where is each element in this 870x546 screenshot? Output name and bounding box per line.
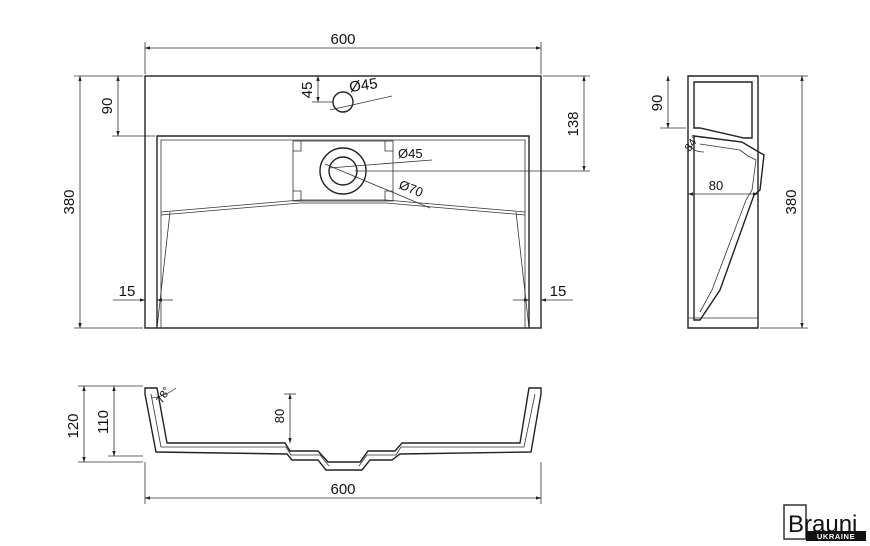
drain-hole-leader [328, 159, 433, 169]
side-outline [687, 75, 759, 329]
side-inner-profile [699, 143, 757, 313]
front-inner-profile [150, 393, 536, 467]
right-wall-edge [515, 211, 530, 329]
side-basin-profile [693, 135, 765, 321]
basin-outline [156, 135, 530, 328]
side-dim-80-label: 80 [709, 178, 723, 193]
dim-138-label: 138 [565, 111, 582, 136]
front-dim-80-label: 80 [272, 409, 287, 423]
dim-left-rim-label: 15 [119, 283, 136, 300]
tap-hole-leader [329, 95, 393, 111]
side-dim-380-label: 380 [783, 189, 800, 214]
front-dim-110-label: 110 [95, 410, 112, 434]
side-angle-arc [687, 144, 705, 153]
dim-width-label: 600 [330, 31, 355, 48]
brand-logo: Brauni UKRAINE [783, 504, 866, 541]
dim-90-label: 90 [99, 98, 116, 115]
front-profile [144, 387, 542, 471]
drain-outer-label: Ø70 [397, 177, 425, 200]
drain-hole-label: Ø45 [398, 146, 423, 161]
drain-plate-corners [293, 141, 393, 201]
drain-outer-leader [324, 163, 431, 209]
front-dim-120-label: 120 [65, 413, 82, 438]
basin-slope-line [160, 199, 526, 213]
drain-inner-circle [328, 156, 358, 186]
left-wall-edge [156, 211, 171, 329]
dim-45-label: 45 [299, 82, 316, 99]
dim-right-rim-label: 15 [550, 283, 567, 300]
front-dim-width-label: 600 [330, 481, 355, 498]
front-view: 78° 120 110 80 600 [65, 385, 542, 504]
brand-country: UKRAINE [817, 532, 855, 541]
side-top-cavity [693, 81, 753, 139]
top-view: 600 380 90 45 Ø45 138 Ø45 Ø70 15 [61, 31, 590, 329]
dim-height-label: 380 [61, 189, 78, 214]
sink-outline [144, 75, 542, 329]
basin-inner-outline [160, 139, 526, 328]
front-angle-arc [151, 387, 177, 399]
side-dim-90-label: 90 [649, 95, 666, 112]
basin-slope-line-2 [160, 202, 526, 216]
tap-hole-label: Ø45 [348, 75, 378, 96]
side-view: 90 84° 80 380 [649, 75, 808, 329]
